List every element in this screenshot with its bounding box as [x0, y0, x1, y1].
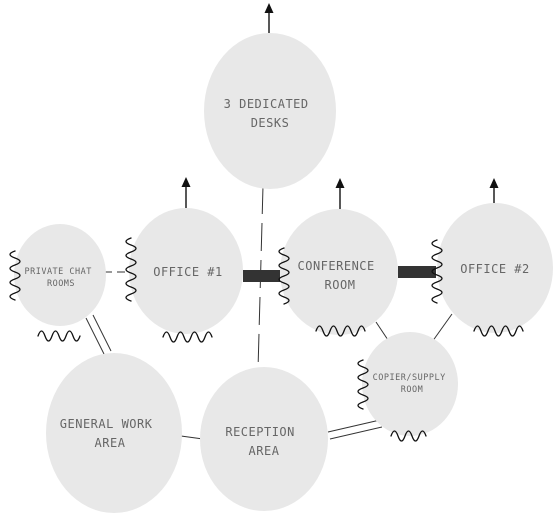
- bubble-office2: [437, 203, 553, 333]
- squiggle-office1-left: [125, 237, 137, 302]
- squiggle-chat-bottom: [37, 330, 81, 342]
- arrow-up-icon: [335, 178, 345, 209]
- squiggle-office2-bottom: [473, 325, 524, 337]
- label-conference: CONFERENCE ROOM: [298, 259, 383, 292]
- label-general-line1: GENERAL WORK: [60, 417, 153, 431]
- link-chat-general-b: [92, 314, 112, 352]
- squiggle-copier-bottom: [390, 430, 427, 442]
- squiggle-conference-bottom: [315, 325, 366, 337]
- bubble-conference: [280, 209, 398, 335]
- labels: 3 DEDICATED DESKS PRIVATE CHAT ROOMS OFF…: [24, 97, 529, 458]
- bubble-reception: [200, 367, 328, 511]
- label-chat-line2: ROOMS: [47, 279, 75, 289]
- squiggle-office1-bottom: [162, 331, 213, 343]
- connections: [85, 185, 453, 440]
- arrow-up-icon: [489, 178, 499, 203]
- link-reception-copier-b: [329, 426, 383, 440]
- label-general-line2: AREA: [95, 436, 126, 450]
- label-reception-line1: RECEPTION: [225, 425, 295, 439]
- squiggle-copier-left: [357, 359, 369, 410]
- link-general-reception: [180, 435, 204, 440]
- label-copier-line1: COPIER/SUPPLY: [373, 373, 446, 383]
- wall-squiggles: [9, 237, 524, 442]
- label-chat-line1: PRIVATE CHAT: [24, 267, 91, 277]
- link-conference-copier: [375, 321, 389, 341]
- label-desks: 3 DEDICATED DESKS: [224, 97, 317, 130]
- squiggle-conference-left: [278, 247, 290, 305]
- label-office2: OFFICE #2: [460, 262, 530, 276]
- link-reception-copier-a: [327, 419, 381, 433]
- label-desks-line1: 3 DEDICATED: [224, 97, 309, 111]
- arrow-up-icon: [264, 3, 274, 33]
- bubble-chat: [14, 224, 106, 326]
- label-office1-line1: OFFICE #1: [153, 265, 223, 279]
- label-reception-line2: AREA: [249, 444, 280, 458]
- label-office2-line1: OFFICE #2: [460, 262, 530, 276]
- label-office1: OFFICE #1: [153, 265, 223, 279]
- label-copier-line2: ROOM: [401, 385, 423, 395]
- squiggle-office2-left: [431, 239, 443, 304]
- bubble-desks: [204, 33, 336, 189]
- label-general: GENERAL WORK AREA: [60, 417, 160, 450]
- label-copier: COPIER/SUPPLY ROOM: [373, 373, 452, 395]
- link-office2-copier: [431, 313, 453, 343]
- label-conference-line1: CONFERENCE: [298, 259, 375, 273]
- bubble-office1: [129, 208, 243, 334]
- bubbles: [14, 33, 553, 513]
- arrow-up-icon: [181, 177, 191, 208]
- label-desks-line2: DESKS: [251, 116, 290, 130]
- bubble-copier: [362, 332, 458, 436]
- label-chat: PRIVATE CHAT ROOMS: [24, 267, 97, 289]
- link-chat-general-a: [85, 317, 105, 355]
- arrows: [181, 3, 499, 209]
- bubble-general: [46, 353, 182, 513]
- squiggle-chat-left: [9, 250, 21, 301]
- label-conference-line2: ROOM: [325, 278, 356, 292]
- label-reception: RECEPTION AREA: [225, 425, 302, 458]
